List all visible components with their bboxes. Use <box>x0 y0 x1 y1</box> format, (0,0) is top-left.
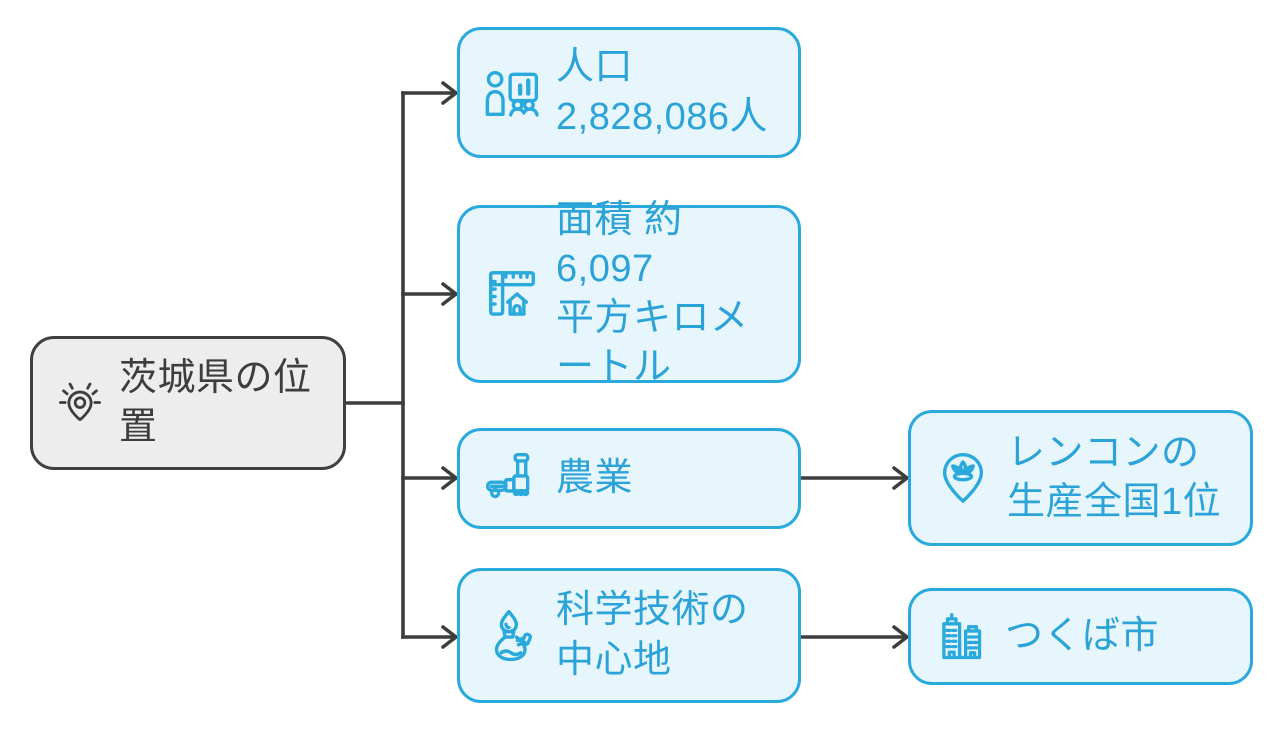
node-area: 面積 約6,097 平方キロメ ートル <box>457 199 801 388</box>
node-lotus: レンコンの 生産全国1位 <box>908 410 1253 546</box>
node-population: 人口 2,828,086人 <box>457 27 801 158</box>
node-tsukuba: つくば市 <box>908 588 1253 685</box>
area-ruler-icon <box>482 264 542 324</box>
node-label: つくば市 <box>1005 614 1160 657</box>
node-agriculture: 農業 <box>457 428 801 529</box>
node-label: 農業 <box>556 456 634 499</box>
population-chart-icon <box>482 63 542 123</box>
node-label: レンコンの 生産全国1位 <box>1007 431 1222 523</box>
node-label: 科学技術の 中心地 <box>556 589 749 681</box>
lotus-pin-icon <box>933 448 993 508</box>
tractor-icon <box>482 449 542 509</box>
location-beacon-icon <box>55 378 105 428</box>
city-buildings-icon <box>933 608 991 666</box>
node-label: 面積 約6,097 平方キロメ ートル <box>556 198 749 389</box>
burner-flask-icon <box>482 606 542 666</box>
node-root: 茨城県の位 置 <box>30 336 346 470</box>
node-label: 茨城県の位 置 <box>119 356 312 448</box>
node-label: 人口 2,828,086人 <box>556 46 769 138</box>
node-science: 科学技術の 中心地 <box>457 568 801 703</box>
